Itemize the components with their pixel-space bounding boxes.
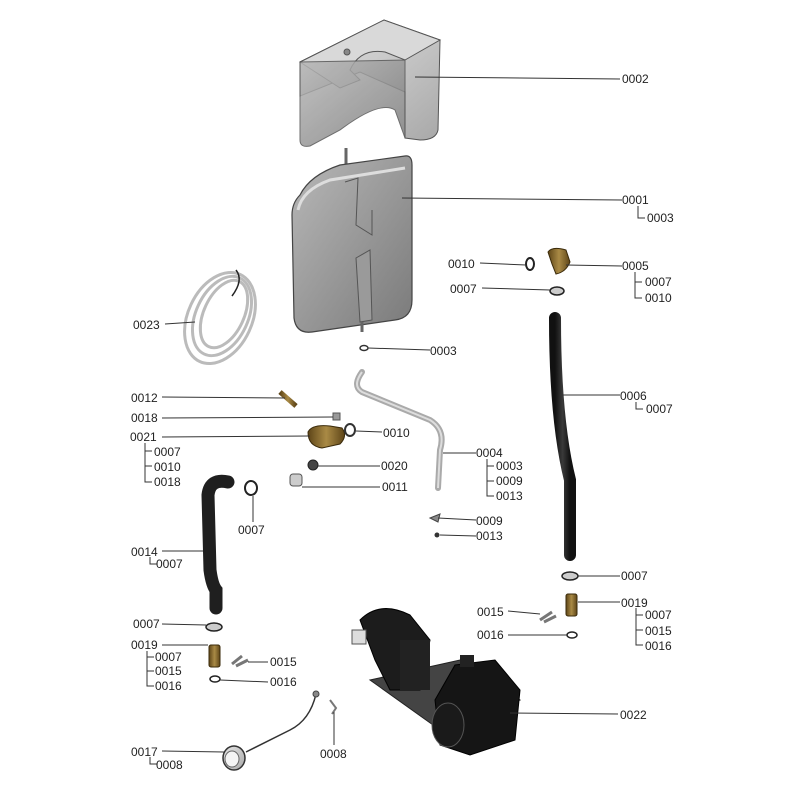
part-hose-clamp [549, 286, 565, 296]
callout-0006: 0006 [620, 389, 647, 403]
part-hose [549, 312, 576, 561]
part-vessel-bracket [298, 19, 442, 147]
part-clip [539, 610, 557, 624]
callout-0016: 0016 [270, 675, 297, 689]
part-brass-elbow [547, 247, 571, 275]
part-fitting [289, 473, 303, 487]
callout-0022: 0022 [620, 708, 647, 722]
callout-0019-sub: 0015 [645, 624, 672, 638]
callout-0021-sub: 0018 [154, 475, 181, 489]
part-clip [231, 654, 249, 668]
callout-0019-sub: 0007 [155, 650, 182, 664]
part-coiled-tube [183, 269, 257, 366]
part-o-ring-small [359, 344, 369, 352]
callout-0013: 0013 [476, 529, 503, 543]
callout-0015: 0015 [477, 605, 504, 619]
callout-0021: 0021 [130, 430, 157, 444]
part-seal [434, 532, 440, 538]
callout-0018: 0018 [131, 411, 158, 425]
part-hose [201, 474, 235, 615]
callout-0015: 0015 [270, 655, 297, 669]
part-sensor [278, 390, 298, 408]
callout-0007: 0007 [450, 282, 477, 296]
callout-0019-sub: 0016 [155, 679, 182, 693]
callout-0001: 0001 [622, 193, 649, 207]
callout-0019: 0019 [621, 596, 648, 610]
part-o-ring [525, 257, 535, 271]
callout-0008: 0008 [320, 747, 347, 761]
callout-0014: 0014 [131, 545, 158, 559]
callout-0004: 0004 [476, 446, 503, 460]
callout-0023: 0023 [133, 318, 160, 332]
callout-0021-sub: 0010 [154, 460, 181, 474]
callout-0004-sub: 0009 [496, 474, 523, 488]
callout-0014-sub: 0007 [156, 557, 183, 571]
part-hydraulic-unit [351, 608, 522, 756]
leader-lines [144, 76, 645, 765]
part-valve-cap [332, 412, 341, 421]
callout-0010: 0010 [383, 426, 410, 440]
part-hose-clamp [561, 571, 579, 581]
callout-0007: 0007 [621, 569, 648, 583]
part-pressure-gauge [222, 690, 320, 771]
callout-0010: 0010 [448, 257, 475, 271]
callout-0016: 0016 [477, 628, 504, 642]
callout-labels: 0002 0001 0003 0010 0005 0007 0010 0007 … [130, 72, 674, 772]
callout-0003: 0003 [430, 344, 457, 358]
part-hose-clamp [244, 480, 258, 496]
callout-0012: 0012 [131, 391, 158, 405]
callout-0005: 0005 [622, 259, 649, 273]
callout-0004-sub: 0003 [496, 459, 523, 473]
callout-0021-sub: 0007 [154, 445, 181, 459]
callout-0004-sub: 0013 [496, 489, 523, 503]
part-brass-connector [565, 593, 578, 617]
callout-0019-sub: 0015 [155, 664, 182, 678]
callout-0019-sub: 0016 [645, 639, 672, 653]
part-o-ring [209, 675, 221, 683]
part-o-ring [344, 423, 356, 437]
part-hose-clamp [205, 622, 223, 632]
callout-0017: 0017 [131, 745, 158, 759]
callout-0007: 0007 [238, 523, 265, 537]
part-clamp [307, 459, 319, 471]
callout-0007: 0007 [133, 617, 160, 631]
callout-0017-sub: 0008 [156, 758, 183, 772]
callout-0005-sub: 0007 [645, 275, 672, 289]
callout-0009: 0009 [476, 514, 503, 528]
part-brass-connector [208, 644, 221, 668]
part-clip [329, 699, 338, 715]
callout-0006-sub: 0007 [646, 402, 673, 416]
callout-0020: 0020 [381, 459, 408, 473]
part-expansion-vessel [291, 148, 413, 333]
callout-0011: 0011 [382, 480, 408, 494]
callout-0001-sub: 0003 [647, 211, 674, 225]
callout-0019: 0019 [131, 638, 158, 652]
callout-0002: 0002 [622, 72, 649, 86]
callout-0005-sub: 0010 [645, 291, 672, 305]
part-brass-valve [307, 425, 346, 449]
callout-0019-sub: 0007 [645, 608, 672, 622]
part-o-ring [566, 631, 578, 639]
